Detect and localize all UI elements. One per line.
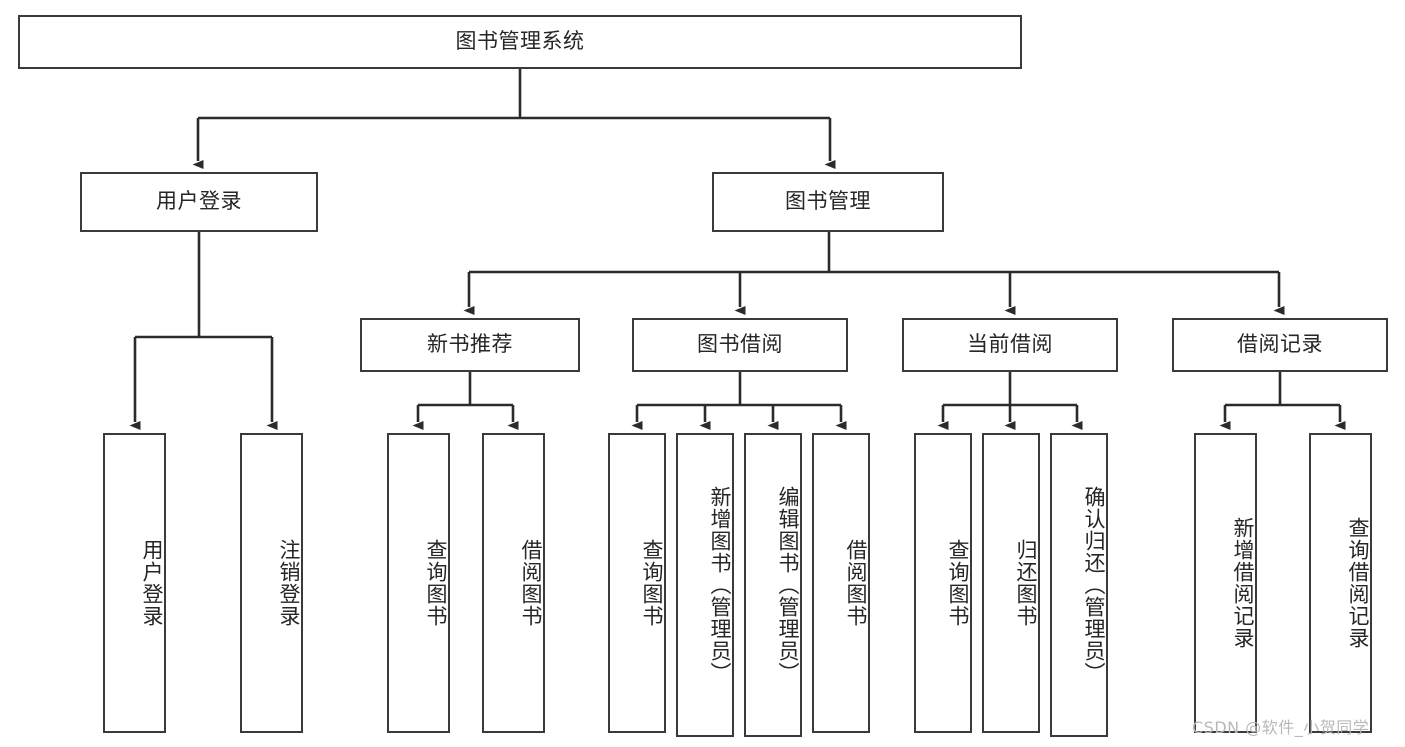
node-leaf-query-book-2[interactable]: 查询图书 bbox=[608, 433, 666, 733]
node-leaf-borrow-book-2[interactable]: 借阅图书 bbox=[812, 433, 870, 733]
node-new-book-rec[interactable]: 新书推荐 bbox=[360, 318, 580, 372]
node-user-login[interactable]: 用户登录 bbox=[80, 172, 318, 232]
node-label: 查询图书 bbox=[946, 539, 970, 627]
node-label: 图书管理 bbox=[785, 189, 871, 214]
node-leaf-edit-book[interactable]: 编辑图书（管理员） bbox=[744, 433, 802, 737]
node-label: 当前借阅 bbox=[967, 332, 1053, 357]
node-label: 新增借阅记录 bbox=[1231, 517, 1255, 649]
node-current-borrow[interactable]: 当前借阅 bbox=[902, 318, 1118, 372]
node-root[interactable]: 图书管理系统 bbox=[18, 15, 1022, 69]
node-label: 用户登录 bbox=[140, 539, 164, 627]
node-label: 归还图书 bbox=[1014, 539, 1038, 627]
node-leaf-query-book-3[interactable]: 查询图书 bbox=[914, 433, 972, 733]
node-label: 用户登录 bbox=[156, 189, 242, 214]
node-label: 图书管理系统 bbox=[455, 29, 585, 54]
node-leaf-query-book-1[interactable]: 查询图书 bbox=[387, 433, 450, 733]
node-label: 确认归还（管理员） bbox=[1082, 486, 1106, 684]
node-borrow-record[interactable]: 借阅记录 bbox=[1172, 318, 1388, 372]
node-label: 查询借阅记录 bbox=[1346, 517, 1370, 649]
node-leaf-return-book[interactable]: 归还图书 bbox=[982, 433, 1040, 733]
node-label: 图书借阅 bbox=[697, 332, 783, 357]
node-label: 借阅图书 bbox=[844, 539, 868, 627]
csdn-watermark: CSDN @软件_小贺同学 bbox=[1192, 718, 1370, 737]
node-book-admin[interactable]: 图书管理 bbox=[712, 172, 944, 232]
node-label: 借阅记录 bbox=[1237, 332, 1323, 357]
node-leaf-query-record[interactable]: 查询借阅记录 bbox=[1309, 433, 1372, 733]
node-leaf-borrow-book-1[interactable]: 借阅图书 bbox=[482, 433, 545, 733]
node-leaf-user-login[interactable]: 用户登录 bbox=[103, 433, 166, 733]
node-label: 新书推荐 bbox=[427, 332, 513, 357]
node-leaf-confirm-return[interactable]: 确认归还（管理员） bbox=[1050, 433, 1108, 737]
node-book-borrow[interactable]: 图书借阅 bbox=[632, 318, 848, 372]
node-label: 新增图书（管理员） bbox=[708, 486, 732, 684]
node-label: 注销登录 bbox=[277, 539, 301, 627]
node-label: 查询图书 bbox=[640, 539, 664, 627]
node-label: 编辑图书（管理员） bbox=[776, 486, 800, 684]
node-label: 借阅图书 bbox=[519, 539, 543, 627]
node-leaf-add-book[interactable]: 新增图书（管理员） bbox=[676, 433, 734, 737]
node-leaf-add-record[interactable]: 新增借阅记录 bbox=[1194, 433, 1257, 733]
node-leaf-logout[interactable]: 注销登录 bbox=[240, 433, 303, 733]
node-label: 查询图书 bbox=[424, 539, 448, 627]
